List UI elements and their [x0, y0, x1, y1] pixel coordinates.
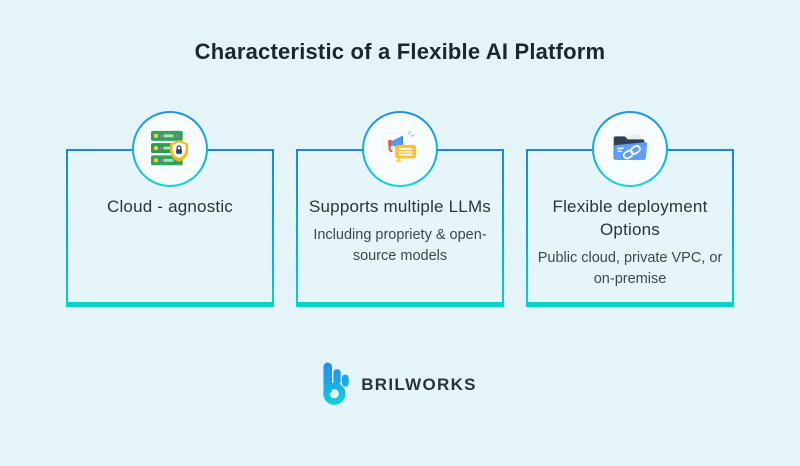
folder-link-icon — [610, 130, 650, 168]
cards-row: Cloud - agnostic — [0, 111, 800, 307]
icon-circle-inner — [594, 113, 666, 185]
card-icon-badge — [132, 111, 208, 187]
brand-name: BRILWORKS — [361, 375, 477, 394]
icon-circle-inner — [364, 113, 436, 185]
card-title: Supports multiple LLMs — [308, 197, 492, 216]
card-cloud-agnostic: Cloud - agnostic — [66, 111, 274, 307]
card-icon-badge — [592, 111, 668, 187]
card-flexible-deployment: Flexible deployment Options Public cloud… — [526, 111, 734, 307]
card-title: Cloud - agnostic — [106, 197, 234, 216]
card-body: Supports multiple LLMs Including proprie… — [298, 151, 502, 302]
megaphone-chat-icon — [380, 130, 420, 168]
brilworks-logo-icon — [323, 361, 350, 406]
brand-logo: BRILWORKS — [0, 361, 800, 406]
card-subtitle: Including propriety & open-source models — [313, 227, 487, 264]
card-subtitle: Public cloud, private VPC, or on-premise — [537, 250, 723, 287]
secure-servers-icon — [150, 130, 190, 168]
page-title: Characteristic of a Flexible AI Platform — [194, 39, 606, 64]
icon-circle-inner — [134, 113, 206, 185]
card-icon-badge — [362, 111, 438, 187]
card-title: Flexible deployment Options — [552, 197, 708, 239]
card-multiple-llms: Supports multiple LLMs Including proprie… — [296, 111, 504, 307]
